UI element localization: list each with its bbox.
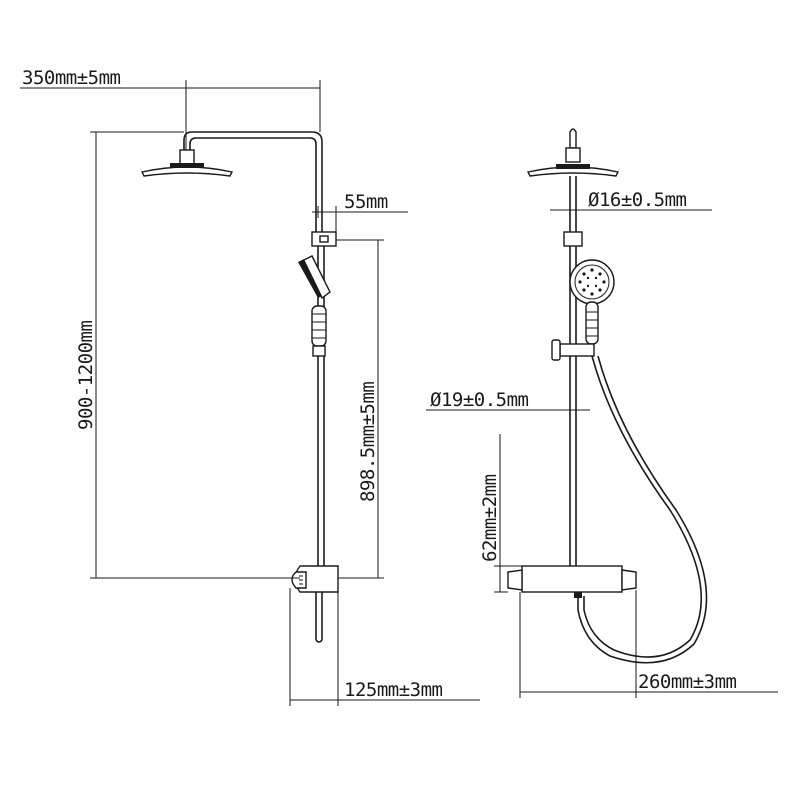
rain-head-cap [170,163,204,168]
front-head-connector [565,147,581,163]
dim-upper-diameter: Ø16±0.5mm [588,189,687,211]
mixer-handle-left [507,569,523,591]
shower-arm [183,131,323,210]
dim-mixer-width: 260mm±3mm [638,671,737,693]
mixer-bar [521,565,623,593]
mixer-outlet [574,592,582,598]
front-view: Ø16±0.5mm Ø19±0.5mm 62mm±2mm 260mm±3mm [426,128,778,698]
hand-shower-face [569,259,615,305]
dim-mixer-height: 62mm±2mm [479,474,501,562]
dim-rail-length: 898.5mm±5mm [357,382,379,502]
dim-total-height: 900-1200mm [75,321,97,430]
top-stub [569,128,577,149]
front-collar [563,231,583,247]
front-hand-handle [585,301,599,345]
side-view: 350mm±5mm 55mm 900-1200mm 898.5mm±5mm 12… [20,67,480,706]
front-slider [559,343,595,357]
dim-arm-length: 350mm±5mm [22,67,121,89]
dim-mixer-depth: 125mm±3mm [344,679,443,701]
diverter-knob [319,235,329,243]
dim-lower-diameter: Ø19±0.5mm [430,389,529,411]
head-connector [179,149,195,165]
slider-holder [312,345,326,357]
spray-nozzles [578,268,606,296]
dim-bracket-offset: 55mm [344,191,388,213]
hose [583,355,703,658]
mixer-handle-right [621,569,637,591]
hand-shower-handle [311,305,327,347]
slider-knob [551,339,561,361]
rain-head-side [140,166,234,177]
